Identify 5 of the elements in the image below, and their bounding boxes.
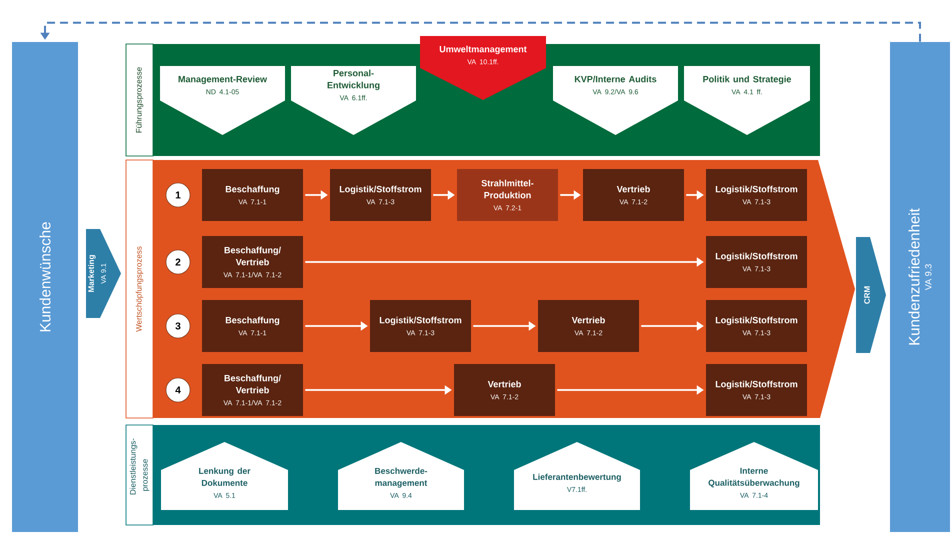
column-panel: Kundenwünsche	[12, 42, 78, 532]
node-label: Dienstleistungs- prozesse	[130, 438, 150, 494]
column-panel: Kundenzufriedenheit VA 9.3	[890, 42, 950, 532]
node-label: Wertschöpfungsprozess	[136, 246, 144, 332]
node-label: Führungsprozesse	[136, 67, 144, 132]
